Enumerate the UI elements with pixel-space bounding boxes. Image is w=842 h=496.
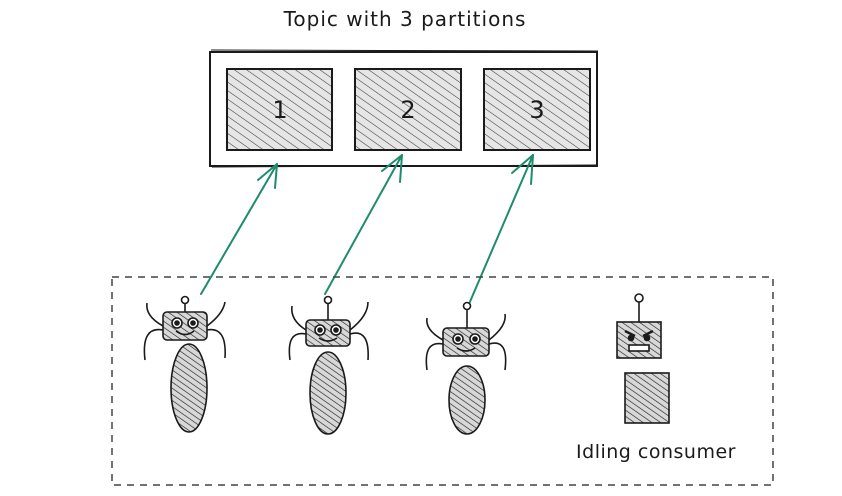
arrow-consumer-3-to-partition-3 [468, 154, 534, 305]
arrow-consumer-1-to-partition-1 [200, 163, 278, 295]
idle-consumer-label: Idling consumer [576, 441, 736, 463]
consumer-group-box [111, 276, 774, 486]
diagram-title: Topic with 3 partitions [283, 7, 527, 31]
arrow-consumer-2-to-partition-2 [324, 154, 403, 295]
partition-2-label: 2 [400, 96, 415, 124]
partition-2: 2 [354, 68, 462, 151]
partition-1-label: 1 [272, 96, 287, 124]
robot-icon [425, 301, 507, 435]
robot-icon [143, 295, 226, 433]
partition-3: 3 [483, 68, 591, 151]
assignment-arrows [200, 154, 534, 305]
partition-3-label: 3 [529, 96, 544, 124]
partition-1: 1 [226, 68, 333, 151]
robot-icon [288, 295, 369, 435]
angry-robot-icon [616, 293, 670, 424]
